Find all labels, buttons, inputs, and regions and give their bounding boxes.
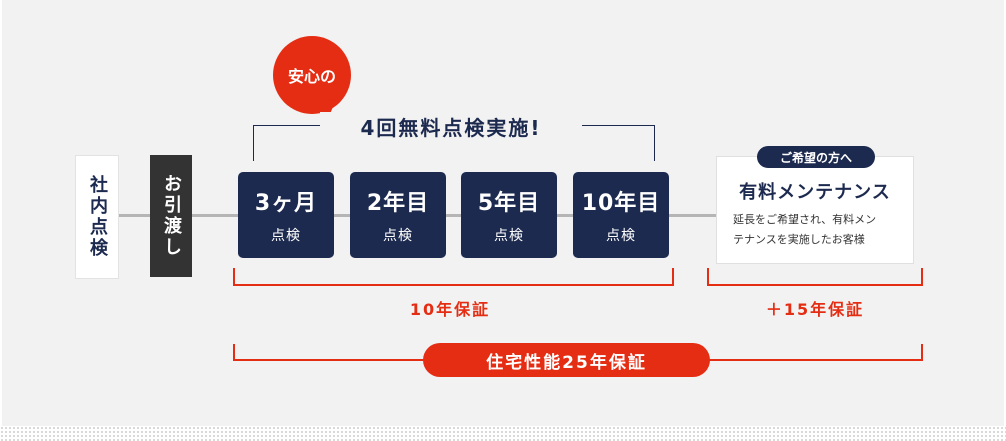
warranty-10-bracket-left: [233, 268, 235, 286]
bracket-right-leg: [654, 125, 655, 161]
step-handover: お引渡し: [150, 155, 192, 277]
free-inspection-headline: 4回無料点検実施!: [320, 112, 582, 141]
warranty-10-bracket-right: [672, 268, 674, 286]
paid-maintenance-box: [716, 156, 914, 264]
paid-maintenance-title: 有料メンテナンス: [739, 182, 891, 203]
step-inhouse-inspection: 社内点検: [75, 155, 119, 279]
paid-maintenance-description: 延長をご希望され、有料メン テナンスを実施したお客様: [733, 210, 903, 250]
check-period: 10年目: [581, 191, 661, 216]
dotted-footer-band: [0, 426, 1006, 441]
check-label: 点検: [271, 228, 301, 244]
check-2-years: 2年目 点検: [350, 172, 446, 258]
bracket-top-right: [578, 125, 655, 126]
check-label: 点検: [494, 228, 524, 244]
bracket-top-left: [253, 125, 325, 126]
check-period: 5年目: [477, 191, 541, 216]
check-3-months: 3ヶ月 点検: [238, 172, 334, 258]
warranty-10-label: 10年保証: [409, 300, 491, 319]
check-10-years: 10年目 点検: [573, 172, 669, 258]
check-label: 点検: [383, 228, 413, 244]
warranty-25-pill: 住宅性能25年保証: [423, 343, 710, 377]
warranty-10-bracket-bottom: [233, 284, 674, 286]
check-period: 2年目: [366, 191, 430, 216]
warranty-25-bracket-right: [921, 344, 923, 361]
warranty-15-label: ＋15年保証: [765, 300, 865, 319]
bracket-left-leg: [253, 125, 254, 161]
warranty-25-bracket-left: [233, 344, 235, 361]
step-handover-label: お引渡し: [161, 174, 182, 258]
paid-desc-line-1: 延長をご希望され、有料メン: [733, 213, 877, 226]
warranty-15-bracket-right: [921, 268, 923, 286]
warranty-15-bracket-bottom: [707, 284, 923, 286]
speech-bubble-text: 安心の: [287, 67, 336, 86]
step-inhouse-inspection-label: 社内点検: [87, 175, 108, 259]
check-label: 点検: [606, 228, 636, 244]
speech-bubble: [273, 36, 351, 114]
paid-desc-line-2: テナンスを実施したお客様: [733, 233, 865, 246]
paid-maintenance-tag: ご希望の方へ: [757, 146, 875, 168]
check-period: 3ヶ月: [254, 191, 318, 216]
check-5-years: 5年目 点検: [461, 172, 557, 258]
warranty-15-bracket-left: [707, 268, 709, 286]
